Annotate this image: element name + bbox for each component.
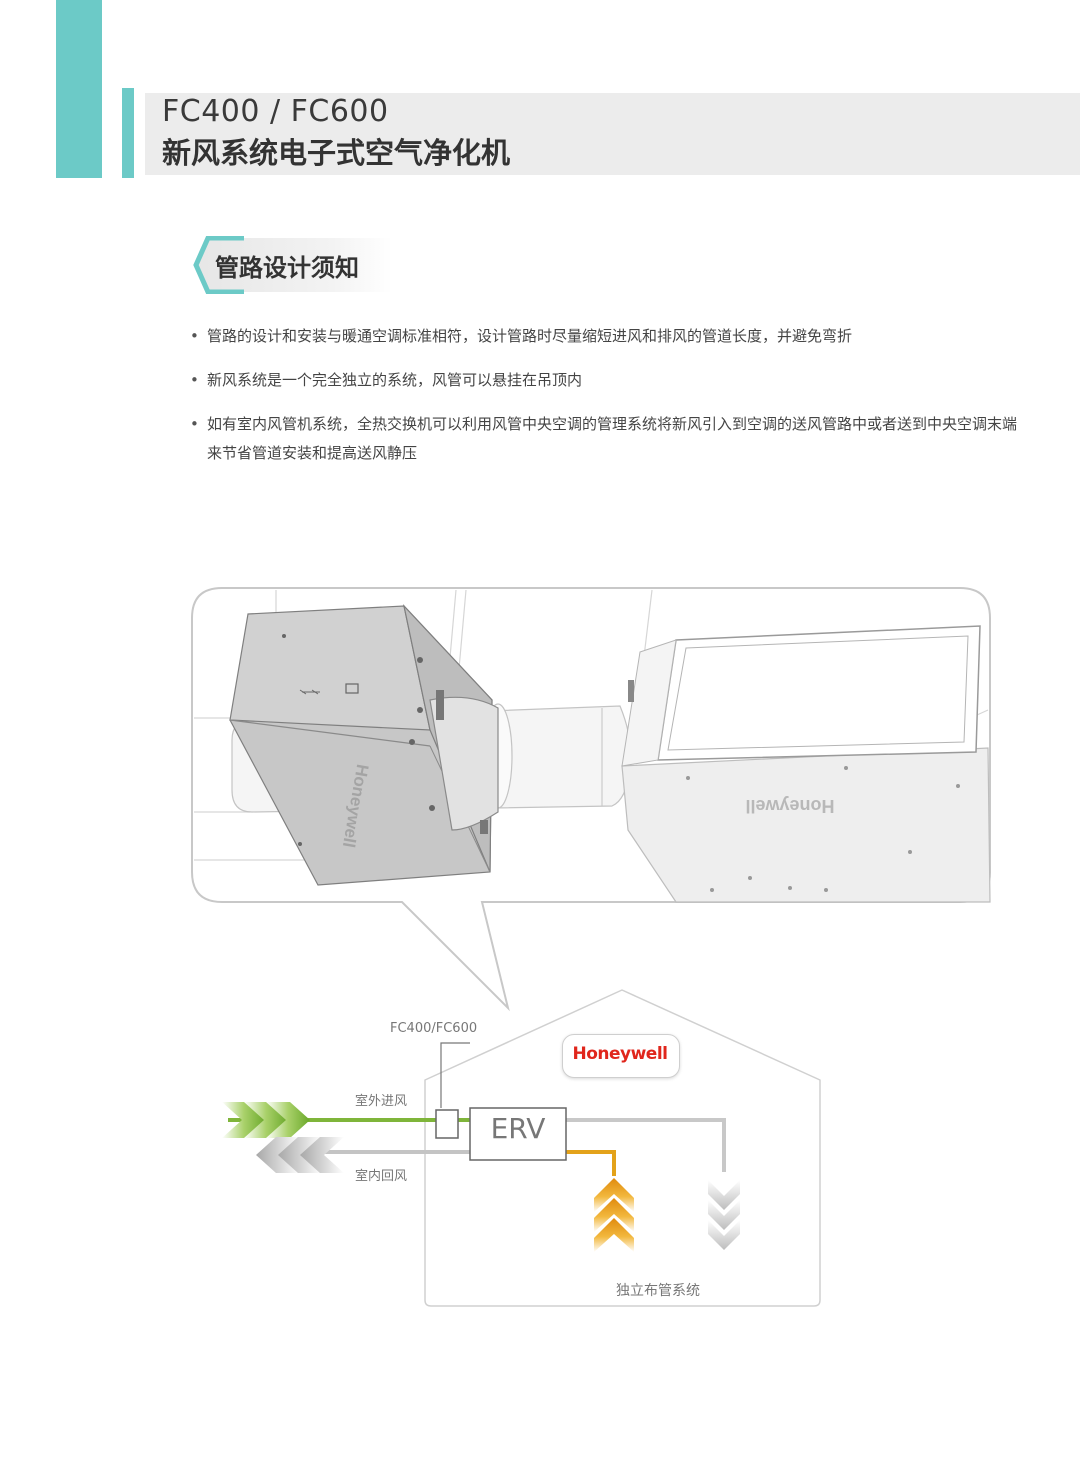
list-item: 新风系统是一个完全独立的系统，风管可以悬挂在吊顶内 xyxy=(190,366,1020,395)
section-title: 管路设计须知 xyxy=(215,254,359,282)
brand-logo: Honeywell xyxy=(572,1044,668,1064)
exhaust-duct xyxy=(566,1118,726,1172)
erv-label: ERV xyxy=(490,1112,546,1145)
model-label: FC400/FC600 xyxy=(390,1021,478,1036)
system-label: 独立布管系统 xyxy=(616,1283,700,1299)
indoor-return-label: 室内回风 xyxy=(355,1169,408,1184)
unit-brand-mark-erv: Honeywell xyxy=(745,796,834,816)
page-title: 新风系统电子式空气净化机 xyxy=(162,136,511,170)
exhaust-arrows xyxy=(708,1180,740,1250)
outdoor-intake-label: 室外进风 xyxy=(355,1094,408,1109)
list-item: 如有室内风管机系统，全热交换机可以利用风管中央空调的管理系统将新风引入到空调的送… xyxy=(190,410,1020,468)
section-tag-shape xyxy=(193,236,392,294)
header-accent-bar xyxy=(122,88,134,178)
header-accent-block xyxy=(56,0,102,178)
erv-box xyxy=(469,1107,567,1161)
return-arrows xyxy=(256,1137,344,1173)
supply-duct xyxy=(566,1150,616,1176)
house-outline xyxy=(424,989,821,1307)
guideline-list: 管路的设计和安装与暖通空调标准相符，设计管路时尽量缩短进风和排风的管道长度，并避… xyxy=(190,322,1020,483)
supply-arrows xyxy=(594,1178,634,1252)
brand-badge xyxy=(562,1034,680,1078)
erv-unit-drawing: Honeywell xyxy=(621,625,991,903)
header-band xyxy=(145,93,1080,175)
intake-arrows xyxy=(222,1102,310,1138)
list-item: 管路的设计和安装与暖通空调标准相符，设计管路时尽量缩短进风和排风的管道长度，并避… xyxy=(190,322,1020,351)
purifier-unit-drawing: Honeywell xyxy=(229,604,499,886)
page-title-model: FC400 / FC600 xyxy=(162,94,389,129)
fc-filter-box xyxy=(435,1109,459,1139)
